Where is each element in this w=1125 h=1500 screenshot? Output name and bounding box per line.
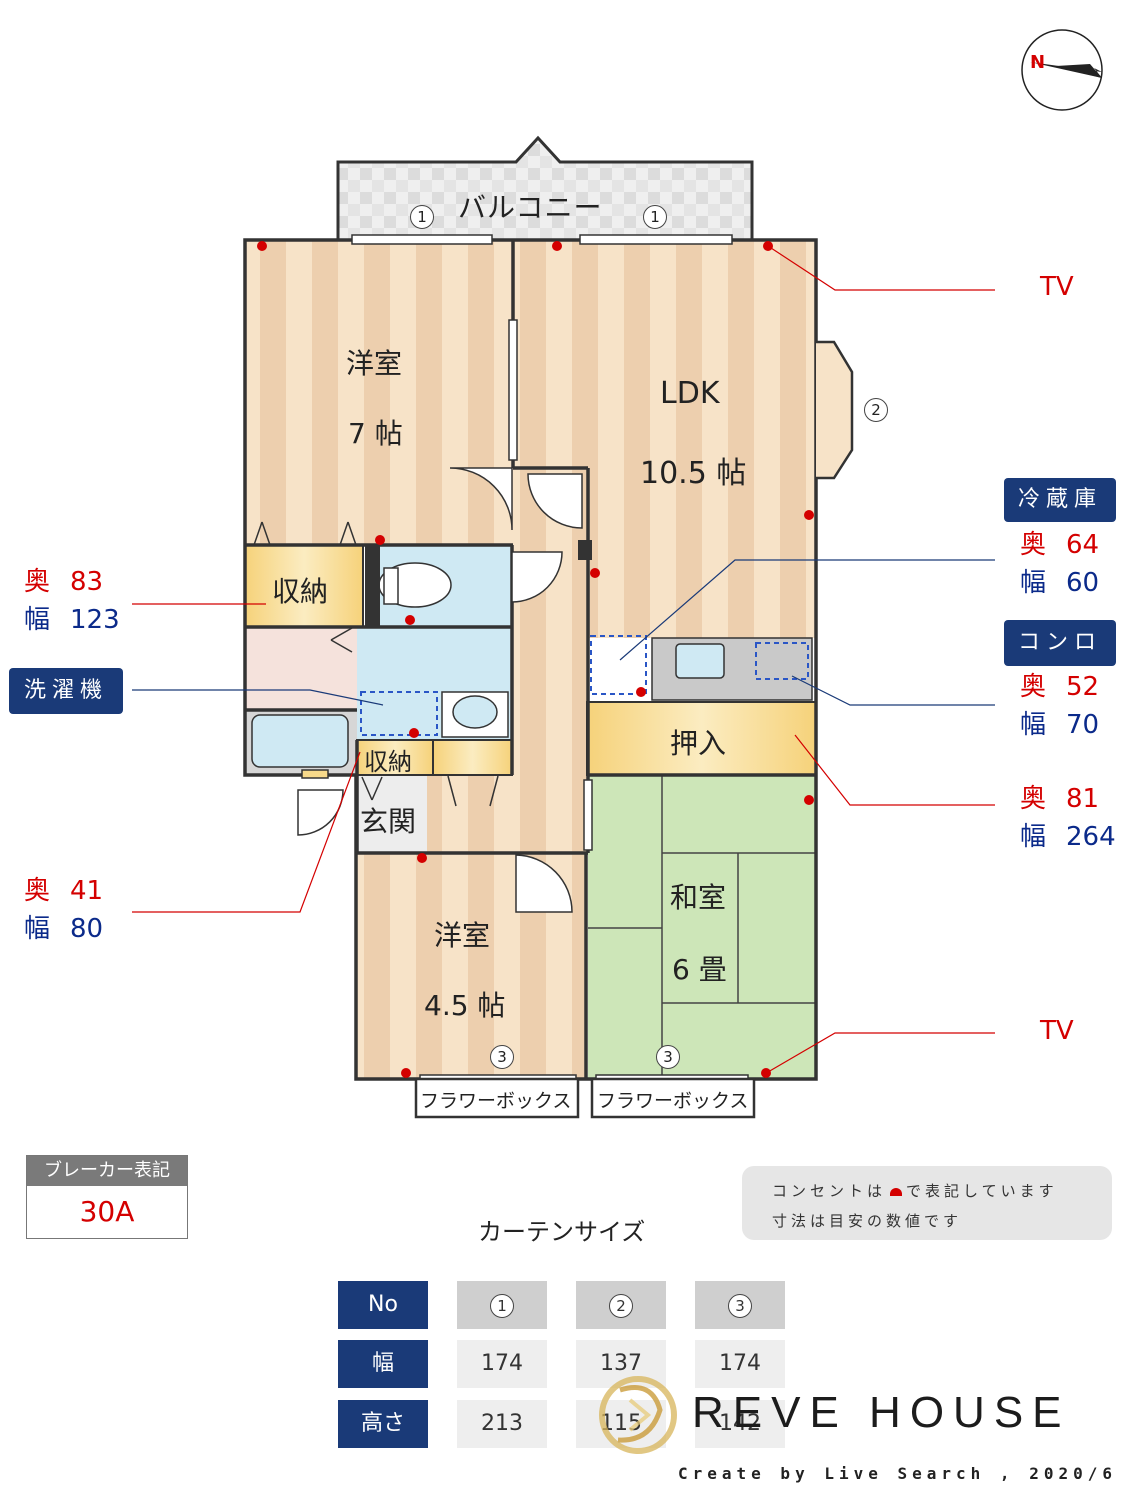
width-value: 70 — [1066, 710, 1100, 740]
width-label: 幅 — [24, 605, 51, 635]
japanese-room-floor — [588, 775, 816, 1079]
bay-window — [816, 340, 854, 480]
entrance-hall — [427, 775, 512, 853]
stove-tag: コンロ — [1004, 620, 1116, 666]
storage-left-dims: 奥 83 幅 123 — [24, 563, 120, 639]
curtain-row-label-no: No — [338, 1281, 428, 1329]
outlet-note: コンセントは で表記しています 寸法は目安の数値です — [742, 1166, 1112, 1240]
corridor-floor — [512, 468, 588, 853]
window-marker-2: 2 — [864, 398, 888, 422]
room-size-western-45: 4.5 帖 — [424, 989, 506, 1022]
room-name-japanese: 和室 — [670, 881, 727, 914]
curtain-no-2: 2 — [576, 1281, 666, 1329]
window-marker-3a: 3 — [490, 1045, 514, 1069]
width-label: 幅 — [1020, 710, 1047, 740]
flower-box-right — [590, 1077, 756, 1119]
refrigerator-tag: 冷蔵庫 — [1004, 478, 1116, 522]
note-line1-b: で表記しています — [906, 1182, 1058, 1200]
washer-space — [360, 691, 438, 736]
doors — [297, 467, 583, 913]
stove-dims: 奥 52 幅 70 — [1020, 668, 1099, 744]
tv-label-bottom: TV — [1040, 1016, 1074, 1046]
curtain-no-3: 3 — [695, 1281, 785, 1329]
curtain-row-label-height: 高さ — [338, 1400, 428, 1448]
tatami-lines — [588, 775, 816, 1079]
oshiire-storage — [586, 701, 817, 776]
entrance-label: 玄関 — [360, 805, 417, 838]
depth-value: 41 — [70, 876, 104, 906]
room-size-ldk: 10.5 帖 — [640, 456, 747, 491]
width-label: 幅 — [1020, 568, 1047, 598]
curtain-height-3: 142 — [695, 1400, 785, 1448]
room-size-japanese: 6 畳 — [672, 953, 727, 986]
depth-label: 奥 — [24, 876, 51, 906]
breaker-value: 30A — [79, 1195, 135, 1228]
width-label: 幅 — [24, 914, 51, 944]
curtain-title: カーテンサイズ — [478, 1218, 646, 1246]
room-size-western-7: 7 帖 — [348, 417, 403, 450]
room-name-western-7: 洋室 — [346, 347, 403, 380]
credit-line: Create by Live Search , 2020/6 — [678, 1464, 1117, 1483]
width-value: 60 — [1066, 568, 1100, 598]
depth-label: 奥 — [24, 567, 51, 597]
curtain-width-3: 174 — [695, 1340, 785, 1388]
refrigerator-dims: 奥 64 幅 60 — [1020, 526, 1099, 602]
brand-name: REVE HOUSE — [692, 1388, 1071, 1437]
breaker-box: ブレーカー表記 30A — [26, 1155, 188, 1239]
curtain-row-label-width: 幅 — [338, 1340, 428, 1388]
width-value: 123 — [70, 605, 120, 635]
curtain-height-1: 213 — [457, 1400, 547, 1448]
curtain-width-1: 174 — [457, 1340, 547, 1388]
leader-lines — [132, 245, 995, 1073]
outlet-symbol-icon — [890, 1188, 903, 1196]
oshiire-label: 押入 — [670, 727, 727, 760]
breaker-label: ブレーカー表記 — [27, 1156, 187, 1186]
refrigerator-space — [590, 635, 647, 695]
depth-label: 奥 — [1020, 672, 1047, 702]
shoe-storage — [432, 739, 513, 776]
flower-box-left — [414, 1077, 580, 1119]
brand-logo-icon — [599, 1376, 677, 1454]
kitchen-sink — [675, 643, 725, 679]
room-name-ldk: LDK — [660, 376, 720, 411]
curtain-no-1: 1 — [457, 1281, 547, 1329]
width-value: 80 — [70, 914, 104, 944]
entrance-floor — [357, 775, 427, 853]
outlet-markers — [257, 241, 814, 1078]
storage-entrance — [356, 739, 434, 776]
window-marker-1a: 1 — [410, 205, 434, 229]
bathtub — [251, 714, 349, 768]
depth-value: 83 — [70, 567, 104, 597]
note-line2: 寸法は目安の数値です — [772, 1212, 963, 1230]
western-room-7-floor — [245, 240, 513, 545]
storage-left — [244, 544, 364, 628]
depth-value: 81 — [1066, 784, 1100, 814]
window-marker-3b: 3 — [656, 1045, 680, 1069]
tv-label-top: TV — [1040, 272, 1074, 302]
oshiire-dims: 奥 81 幅 264 — [1020, 780, 1116, 856]
compass-icon: N — [1021, 29, 1103, 111]
depth-label: 奥 — [1020, 530, 1047, 560]
depth-value: 52 — [1066, 672, 1100, 702]
washer-tag: 洗濯機 — [9, 668, 123, 714]
note-line1-a: コンセントは — [772, 1182, 887, 1200]
width-value: 264 — [1066, 822, 1116, 852]
room-name-western-45: 洋室 — [434, 919, 491, 952]
depth-value: 64 — [1066, 530, 1100, 560]
floor-plan — [132, 135, 995, 1119]
svg-text:N: N — [1030, 52, 1045, 73]
balcony-label: バルコニー — [458, 191, 603, 224]
depth-label: 奥 — [1020, 784, 1047, 814]
stove-space — [755, 642, 809, 680]
dressing-floor — [245, 627, 357, 710]
width-label: 幅 — [1020, 822, 1047, 852]
window-marker-1b: 1 — [643, 205, 667, 229]
storage-left-label: 収納 — [272, 575, 329, 608]
flower-box-left-label: フラワーボックス — [420, 1090, 572, 1112]
entrance-storage-dims: 奥 41 幅 80 — [24, 872, 103, 948]
flower-box-right-label: フラワーボックス — [597, 1090, 749, 1112]
storage-entrance-label: 収納 — [364, 748, 412, 776]
